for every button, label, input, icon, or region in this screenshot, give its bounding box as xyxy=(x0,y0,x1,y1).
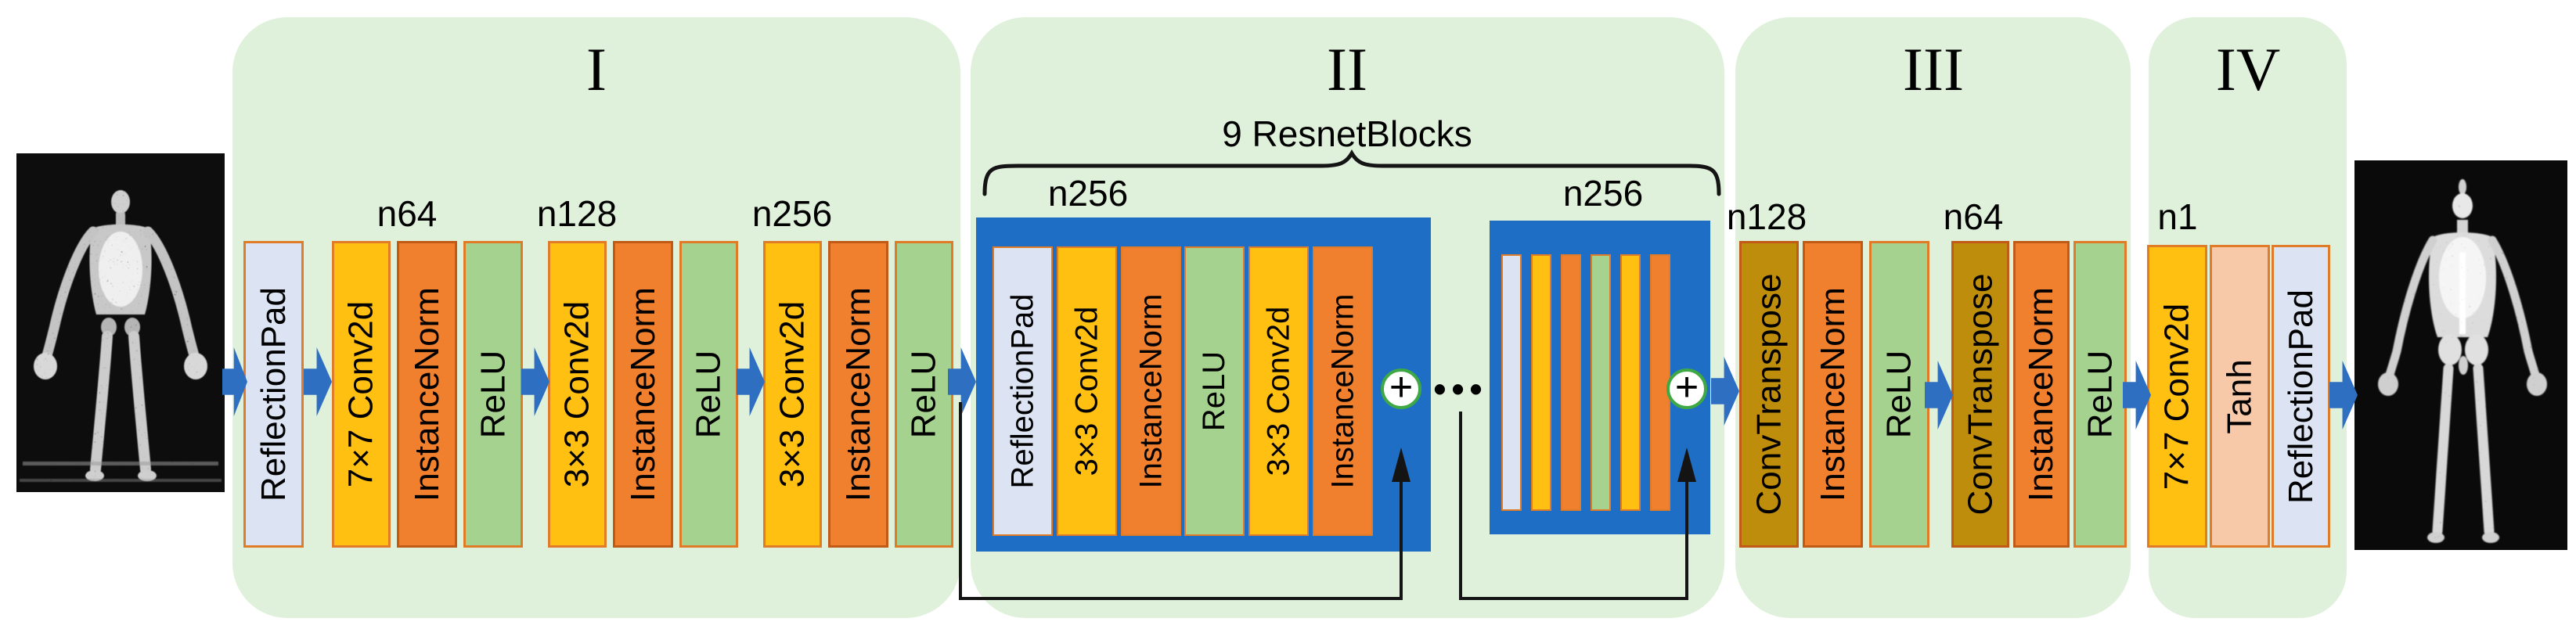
filters-label-n256-block1: n256 xyxy=(1047,173,1129,214)
layer-label: Tanh xyxy=(2220,358,2259,434)
layer-label: ConvTranspose xyxy=(1961,273,1999,516)
section-title-2: II xyxy=(1327,35,1367,103)
plus-glyph: + xyxy=(1389,364,1414,410)
filters-label-n256: n256 xyxy=(751,193,833,234)
layer-box-relu: ReLU xyxy=(1869,241,1929,548)
layer-box-convtranspose: ConvTranspose xyxy=(1951,241,2009,548)
plus-glyph: + xyxy=(1674,364,1699,410)
filters-label-n128: n128 xyxy=(1726,196,1807,237)
layer-label: ReflectionPad xyxy=(1005,293,1040,489)
layer-stripe-instancenorm xyxy=(1561,254,1581,511)
layer-label: 3×3 Conv2d xyxy=(557,300,596,488)
layer-box-conv3x3: 3×3 Conv2d xyxy=(1057,246,1117,536)
layer-label: ConvTranspose xyxy=(1749,273,1788,516)
layer-box-instancenorm: InstanceNorm xyxy=(1313,246,1373,536)
section-title-3: III xyxy=(1903,35,1964,103)
layer-label: ReflectionPad xyxy=(2281,289,2320,504)
layer-box-conv7x7: 7×7 Conv2d xyxy=(2147,245,2207,548)
layer-box-convtranspose: ConvTranspose xyxy=(1739,241,1799,548)
layer-label: ReLU xyxy=(474,350,512,439)
filters-label-n1: n1 xyxy=(2157,196,2198,237)
layer-stripe-conv xyxy=(1531,254,1551,511)
layer-box-instancenorm: InstanceNorm xyxy=(1803,241,1863,548)
layer-label: InstanceNorm xyxy=(407,287,446,501)
layer-label: InstanceNorm xyxy=(838,287,877,501)
layer-box-conv3x3: 3×3 Conv2d xyxy=(548,241,607,548)
layer-box-instancenorm: InstanceNorm xyxy=(828,241,888,548)
layer-label: ReLU xyxy=(1879,350,1918,439)
input-scan-image xyxy=(16,153,225,492)
layer-label: ReLU xyxy=(2081,350,2119,439)
layer-box-reflectionpad: ReflectionPad xyxy=(993,246,1053,536)
layer-box-conv3x3: 3×3 Conv2d xyxy=(1248,246,1309,536)
layer-box-conv3x3: 3×3 Conv2d xyxy=(763,241,822,548)
plus-icon: + xyxy=(1381,364,1421,410)
layer-box-relu: ReLU xyxy=(679,241,738,548)
plus-icon: + xyxy=(1666,364,1707,410)
layer-box-reflectionpad: ReflectionPad xyxy=(2272,245,2330,548)
section-title-1: I xyxy=(586,35,607,103)
filters-label-n64: n64 xyxy=(376,193,438,234)
layer-box-relu: ReLU xyxy=(1184,246,1245,536)
layer-box-instancenorm: InstanceNorm xyxy=(1121,246,1181,536)
layer-label: 3×3 Conv2d xyxy=(773,300,812,488)
layer-box-tanh: Tanh xyxy=(2210,245,2270,548)
ellipsis-icon: ••• xyxy=(1433,368,1488,409)
resnet-block-expanded: ReflectionPad 3×3 Conv2d InstanceNorm Re… xyxy=(976,217,1431,552)
layer-label: ReLU xyxy=(904,350,943,439)
filters-label-n64: n64 xyxy=(1943,196,2004,237)
layer-box-relu: ReLU xyxy=(2073,241,2127,548)
layer-label: 7×7 Conv2d xyxy=(2157,303,2196,490)
layer-label: ReLU xyxy=(1197,350,1232,432)
layer-box-instancenorm: InstanceNorm xyxy=(613,241,673,548)
layer-label: ReflectionPad xyxy=(254,287,293,501)
layer-stripe-reflectionpad xyxy=(1501,254,1522,511)
layer-label: InstanceNorm xyxy=(1133,293,1169,489)
layer-box-relu: ReLU xyxy=(463,241,523,548)
layer-label: InstanceNorm xyxy=(2022,287,2061,501)
layer-box-reflectionpad: ReflectionPad xyxy=(243,241,304,548)
layer-label: 7×7 Conv2d xyxy=(341,300,380,488)
layer-box-instancenorm: InstanceNorm xyxy=(2013,241,2070,548)
layer-stripe-conv xyxy=(1620,254,1641,511)
layer-label: 3×3 Conv2d xyxy=(1261,306,1296,476)
layer-label: InstanceNorm xyxy=(623,287,662,501)
layer-label: ReLU xyxy=(689,350,728,439)
layer-label: 3×3 Conv2d xyxy=(1069,306,1104,476)
layer-label: InstanceNorm xyxy=(1325,293,1360,489)
layer-box-instancenorm: InstanceNorm xyxy=(397,241,457,548)
section-title-4: IV xyxy=(2215,35,2281,103)
layer-box-relu: ReLU xyxy=(895,241,953,548)
output-scan-image xyxy=(2354,160,2567,550)
filters-label-n128: n128 xyxy=(536,193,618,234)
layer-label: InstanceNorm xyxy=(1813,287,1852,501)
layer-stripe-relu xyxy=(1591,254,1611,511)
resnet-blocks-caption: 9 ResnetBlocks xyxy=(1222,113,1472,154)
filters-label-n256-block2: n256 xyxy=(1562,173,1644,214)
layer-box-conv7x7: 7×7 Conv2d xyxy=(332,241,391,548)
